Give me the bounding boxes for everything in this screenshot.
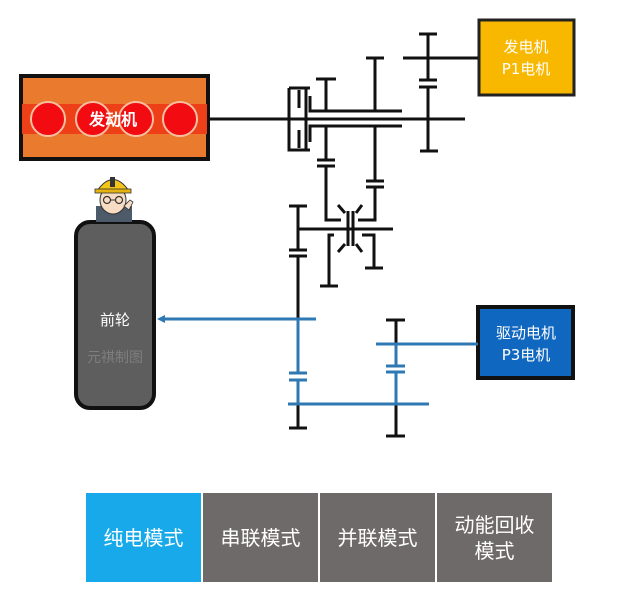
- mode-button-regen[interactable]: 动能回收模式: [437, 493, 552, 582]
- piston-icon: [30, 101, 66, 137]
- generator-label-2: P1电机: [502, 60, 551, 78]
- mode-label: 串联模式: [220, 525, 301, 550]
- drive-motor-p3: 驱动电机 P3电机: [476, 305, 575, 380]
- mode-button-parallel[interactable]: 并联模式: [320, 493, 435, 582]
- engine-block: 发动机: [19, 74, 210, 161]
- generator-p1: 发电机 P1电机: [477, 18, 576, 97]
- front-wheel-label: 前轮: [100, 311, 130, 329]
- generator-label-1: 发电机: [503, 38, 548, 56]
- drive-motor-label-1: 驱动电机: [496, 324, 556, 342]
- piston-icon: [162, 101, 198, 137]
- mode-selector: 纯电模式 串联模式 并联模式 动能回收模式: [86, 493, 552, 582]
- mode-label: 动能回收模式: [454, 512, 535, 563]
- engine-label: 发动机: [88, 110, 137, 129]
- watermark-text: 元祺制图: [87, 350, 143, 366]
- arrow-left-icon: [157, 315, 165, 323]
- mode-label: 并联模式: [337, 525, 418, 550]
- power-flow-path: [160, 317, 478, 406]
- piston-icon: [75, 101, 111, 137]
- piston-icon: [118, 101, 154, 137]
- powertrain-diagram: 发动机 发电机 P1电机 驱动电机 P3电机 前轮 元祺制图: [19, 18, 576, 438]
- engineer-mascot-icon: [94, 177, 134, 222]
- mode-button-ev[interactable]: 纯电模式: [86, 493, 201, 582]
- mode-label: 纯电模式: [103, 525, 184, 550]
- mode-button-series[interactable]: 串联模式: [203, 493, 318, 582]
- gear-train: [208, 32, 478, 438]
- front-wheel: 前轮 元祺制图: [74, 220, 156, 410]
- drive-motor-label-2: P3电机: [502, 346, 551, 364]
